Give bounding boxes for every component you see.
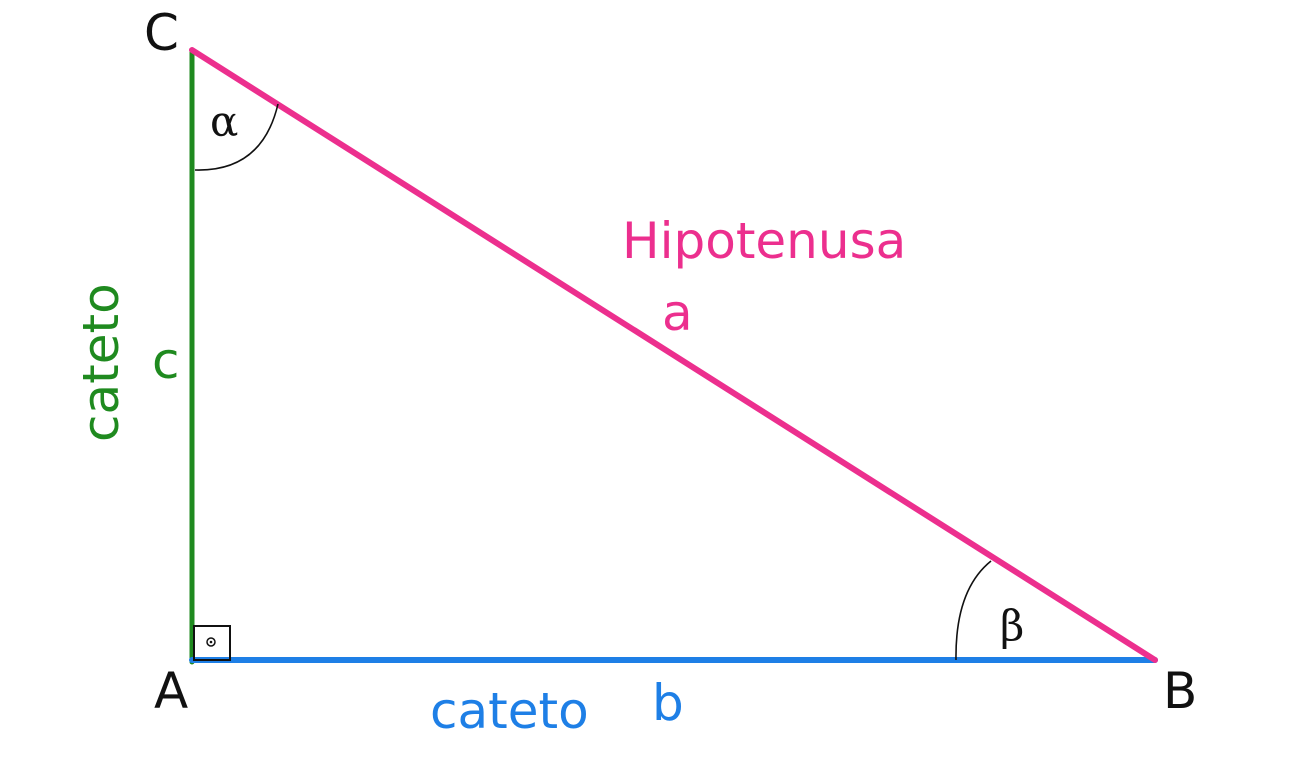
vertex-b-label: B — [1163, 662, 1197, 720]
leg-b-label: cateto — [430, 682, 589, 740]
leg-c-label: cateto — [72, 283, 130, 442]
beta-symbol: β — [1000, 601, 1024, 650]
beta-arc — [955, 560, 992, 661]
alpha-arc — [194, 103, 279, 171]
hypotenuse-letter: a — [662, 284, 693, 342]
right-angle-dot — [206, 637, 216, 647]
hypotenuse-line — [189, 47, 1158, 663]
right-angle-marker — [193, 625, 231, 661]
hypotenuse-label: Hipotenusa — [622, 212, 906, 270]
alpha-symbol: α — [210, 97, 238, 146]
right-angle-dot-center — [209, 640, 213, 644]
leg-c-letter: c — [152, 332, 180, 390]
vertex-c-label: C — [144, 4, 179, 62]
leg-b-letter: b — [652, 674, 684, 732]
vertex-a-label: A — [154, 662, 188, 720]
